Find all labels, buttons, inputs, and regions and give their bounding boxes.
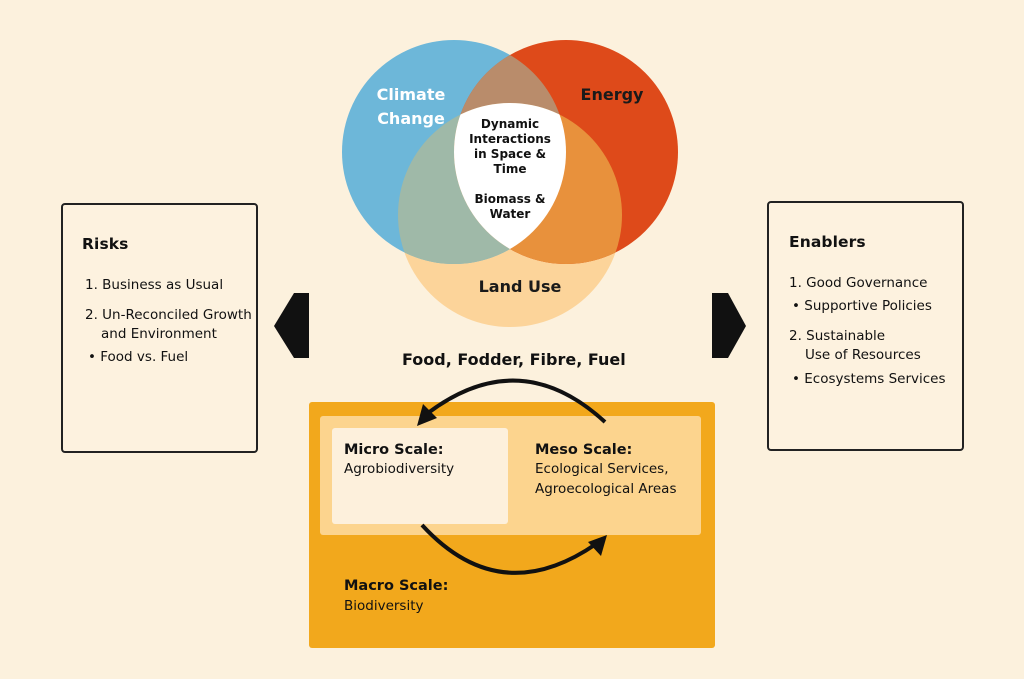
cycle-label: Food, Fodder, Fibre, Fuel bbox=[402, 350, 626, 369]
center-overlap bbox=[454, 103, 566, 264]
enablers-title: Enablers bbox=[789, 233, 866, 251]
climate-change-label-line1: Climate bbox=[376, 85, 446, 104]
top-cycle-arrowhead-icon bbox=[417, 404, 437, 426]
climate-change-label: Climate Change bbox=[368, 83, 454, 131]
macro-scale-desc: Biodiversity bbox=[344, 598, 424, 614]
bottom-cycle-arc bbox=[420, 523, 598, 575]
risks-item-2: 2. Un-Reconciled Growth bbox=[85, 307, 252, 323]
risks-title: Risks bbox=[82, 235, 129, 253]
center-interactions-label: Dynamic Interactions in Space & Time bbox=[458, 117, 562, 177]
enablers-item-2-sub: • Ecosystems Services bbox=[792, 371, 946, 387]
risks-box: Risks 1. Business as Usual 2. Un-Reconci… bbox=[61, 203, 258, 453]
center-biomass-label: Biomass & Water bbox=[458, 192, 562, 222]
center-line2: Interactions bbox=[469, 132, 551, 146]
left-arrow-icon bbox=[274, 293, 309, 358]
meso-scale-desc-line2: Agroecological Areas bbox=[535, 481, 677, 497]
micro-scale-desc: Agrobiodiversity bbox=[344, 461, 455, 477]
right-arrow-icon bbox=[712, 293, 746, 358]
land-use-label: Land Use bbox=[478, 277, 562, 296]
enablers-item-2: 2. Sustainable bbox=[789, 328, 886, 344]
meso-scale-title: Meso Scale: bbox=[535, 442, 633, 458]
enablers-box: Enablers 1. Good Governance • Supportive… bbox=[767, 201, 964, 451]
risks-item-3: • Food vs. Fuel bbox=[88, 349, 189, 365]
center-line5: Biomass & bbox=[474, 192, 546, 206]
risks-item-2-cont: and Environment bbox=[101, 326, 217, 342]
risks-item-1: 1. Business as Usual bbox=[85, 277, 224, 293]
top-cycle-arc bbox=[426, 378, 607, 424]
center-line1: Dynamic bbox=[480, 117, 540, 131]
enablers-item-1-sub: • Supportive Policies bbox=[792, 298, 932, 314]
enablers-item-1: 1. Good Governance bbox=[789, 275, 928, 291]
micro-scale-panel bbox=[332, 428, 508, 524]
center-line4: Time bbox=[493, 162, 527, 176]
macro-scale-title: Macro Scale: bbox=[344, 578, 449, 594]
climate-change-label-line2: Change bbox=[377, 109, 445, 128]
center-line3: in Space & bbox=[473, 147, 547, 161]
meso-scale-desc-line1: Ecological Services, bbox=[535, 461, 669, 477]
bottom-cycle-arrowhead-icon bbox=[588, 535, 607, 556]
center-line6: Water bbox=[489, 207, 531, 221]
micro-scale-title: Micro Scale: bbox=[344, 442, 444, 458]
enablers-item-2-cont: Use of Resources bbox=[805, 347, 921, 363]
energy-label: Energy bbox=[580, 85, 644, 104]
